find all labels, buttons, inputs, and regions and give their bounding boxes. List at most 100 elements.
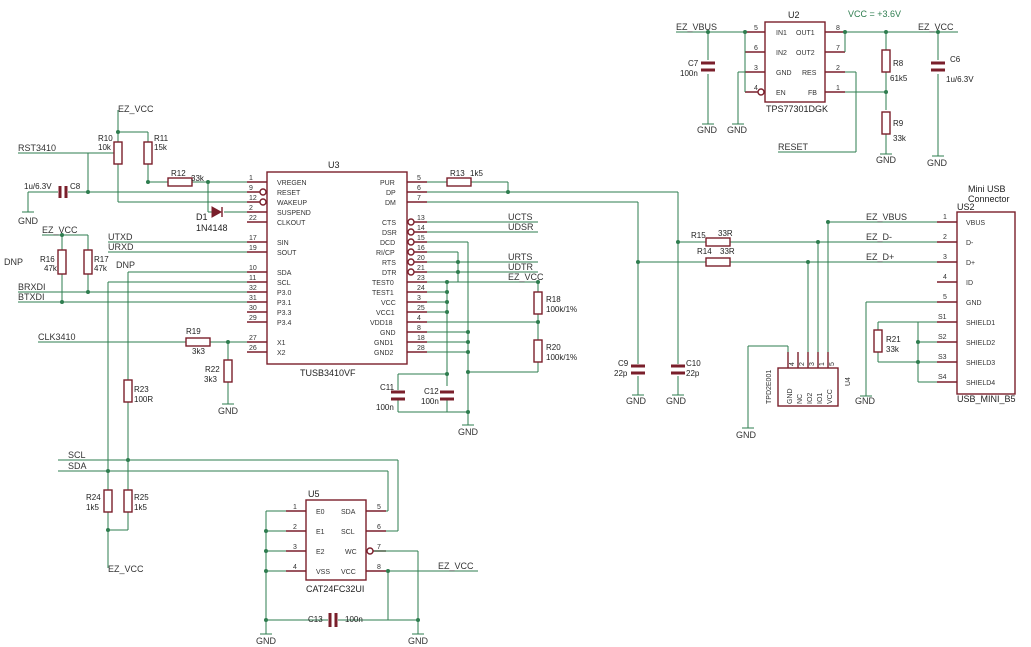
- svg-text:D+: D+: [966, 260, 975, 267]
- svg-text:S3: S3: [938, 354, 947, 361]
- svg-text:SCL: SCL: [341, 529, 355, 536]
- svg-text:1: 1: [293, 504, 297, 511]
- net-labels: EZ_VCC RST3410 GND EZ_VCC DNP DNP UTXD U…: [4, 9, 954, 646]
- svg-text:SCL: SCL: [68, 450, 86, 460]
- svg-text:47k: 47k: [44, 264, 58, 273]
- svg-text:R10: R10: [98, 134, 113, 143]
- svg-text:VCC: VCC: [341, 569, 356, 576]
- svg-text:5: 5: [943, 294, 947, 301]
- svg-text:EZ_D-: EZ_D-: [866, 232, 892, 242]
- svg-text:15k: 15k: [154, 143, 168, 152]
- svg-text:EZ_VCC: EZ_VCC: [42, 225, 78, 235]
- u4-esd-protection[interactable]: TPD2E001 GND NC IO2 IO1 VCC U4 4 2 3 1 5: [766, 352, 852, 407]
- svg-text:TEST1: TEST1: [372, 290, 394, 297]
- svg-text:30: 30: [249, 305, 257, 312]
- svg-text:RST3410: RST3410: [18, 143, 56, 153]
- svg-text:CLKOUT: CLKOUT: [277, 220, 306, 227]
- svg-text:DP: DP: [386, 190, 396, 197]
- svg-text:OUT2: OUT2: [796, 50, 815, 57]
- u2-regulator[interactable]: U2 TPS77301DGK IN1 IN2 GND EN OUT1 OUT2 …: [745, 10, 845, 114]
- u3-value: TUSB3410VF: [300, 368, 356, 378]
- svg-text:4: 4: [293, 564, 297, 571]
- svg-text:EZ_VCC: EZ_VCC: [118, 104, 154, 114]
- svg-text:5: 5: [377, 504, 381, 511]
- svg-text:VCC: VCC: [827, 389, 834, 404]
- svg-text:CLK3410: CLK3410: [38, 332, 76, 342]
- svg-text:6: 6: [417, 185, 421, 192]
- svg-text:Connector: Connector: [968, 194, 1010, 204]
- svg-text:EZ_VBUS: EZ_VBUS: [676, 22, 717, 32]
- diode-d1[interactable]: D1 1N4148: [196, 206, 228, 233]
- svg-text:SHIELD2: SHIELD2: [966, 340, 995, 347]
- svg-text:33R: 33R: [718, 229, 733, 238]
- svg-text:R13: R13: [450, 169, 465, 178]
- svg-text:DM: DM: [385, 200, 396, 207]
- svg-text:E2: E2: [316, 549, 325, 556]
- svg-text:8: 8: [377, 564, 381, 571]
- svg-text:WAKEUP: WAKEUP: [277, 200, 307, 207]
- svg-text:E0: E0: [316, 509, 325, 516]
- svg-text:EZ_VCC: EZ_VCC: [918, 22, 954, 32]
- svg-text:100n: 100n: [376, 403, 394, 412]
- r12: [167, 177, 193, 187]
- svg-text:33k: 33k: [893, 134, 907, 143]
- svg-text:R23: R23: [134, 385, 149, 394]
- svg-text:SOUT: SOUT: [277, 250, 297, 257]
- svg-text:USB_MINI_B5: USB_MINI_B5: [957, 394, 1016, 404]
- svg-text:1: 1: [249, 175, 253, 182]
- r14: [705, 257, 731, 267]
- svg-text:32: 32: [249, 285, 257, 292]
- svg-text:28: 28: [417, 345, 425, 352]
- svg-text:IO2: IO2: [807, 393, 814, 404]
- svg-text:1N4148: 1N4148: [196, 223, 228, 233]
- svg-text:16: 16: [417, 245, 425, 252]
- svg-text:SHIELD4: SHIELD4: [966, 380, 995, 387]
- svg-text:C10: C10: [686, 359, 701, 368]
- wires: [18, 31, 958, 634]
- svg-text:6: 6: [754, 45, 758, 52]
- svg-text:11: 11: [249, 275, 256, 282]
- svg-text:R14: R14: [697, 247, 712, 256]
- svg-text:VCC1: VCC1: [376, 310, 395, 317]
- svg-text:100n: 100n: [680, 69, 698, 78]
- svg-text:C7: C7: [688, 59, 699, 68]
- svg-text:1k5: 1k5: [470, 169, 483, 178]
- svg-text:S2: S2: [938, 334, 947, 341]
- svg-text:GND: GND: [727, 125, 748, 135]
- svg-text:UCTS: UCTS: [508, 212, 533, 222]
- junctions: [60, 30, 940, 622]
- us2-usb-connector[interactable]: Mini USB Connector US2 USB_MINI_B5 VBUS …: [937, 184, 1016, 404]
- svg-text:RESET: RESET: [778, 142, 809, 152]
- svg-text:UDTR: UDTR: [508, 262, 533, 272]
- u5-eeprom[interactable]: U5 CAT24FC32UI E0 E1 E2 VSS SDA SCL WC V…: [286, 489, 386, 594]
- u3-chip[interactable]: U3 TUSB3410VF VREGEN RESET WAKEUP SUSPEN…: [247, 160, 427, 378]
- svg-text:SDA: SDA: [277, 270, 292, 277]
- svg-text:VSS: VSS: [316, 569, 330, 576]
- svg-text:4: 4: [417, 315, 421, 322]
- svg-text:4: 4: [754, 85, 758, 92]
- svg-text:R21: R21: [886, 335, 901, 344]
- svg-text:URTS: URTS: [508, 252, 532, 262]
- svg-text:4: 4: [789, 362, 796, 366]
- svg-text:X1: X1: [277, 340, 286, 347]
- svg-text:7: 7: [836, 45, 840, 52]
- capacitors[interactable]: [58, 61, 945, 627]
- svg-text:12: 12: [249, 195, 257, 202]
- svg-text:R25: R25: [134, 493, 149, 502]
- svg-text:GND2: GND2: [374, 350, 394, 357]
- svg-text:33k: 33k: [191, 174, 205, 183]
- svg-text:PUR: PUR: [380, 180, 395, 187]
- r17: [83, 249, 93, 275]
- svg-text:TPD2E001: TPD2E001: [766, 370, 773, 404]
- svg-text:GND: GND: [697, 125, 718, 135]
- resistors[interactable]: [57, 49, 891, 513]
- svg-text:GND1: GND1: [374, 340, 394, 347]
- r23: [123, 379, 133, 403]
- svg-text:GND: GND: [855, 396, 876, 406]
- svg-text:C13: C13: [308, 615, 323, 624]
- svg-text:7: 7: [417, 195, 421, 202]
- svg-text:VCC = +3.6V: VCC = +3.6V: [848, 9, 901, 19]
- svg-text:TEST0: TEST0: [372, 280, 394, 287]
- svg-text:R12: R12: [171, 169, 186, 178]
